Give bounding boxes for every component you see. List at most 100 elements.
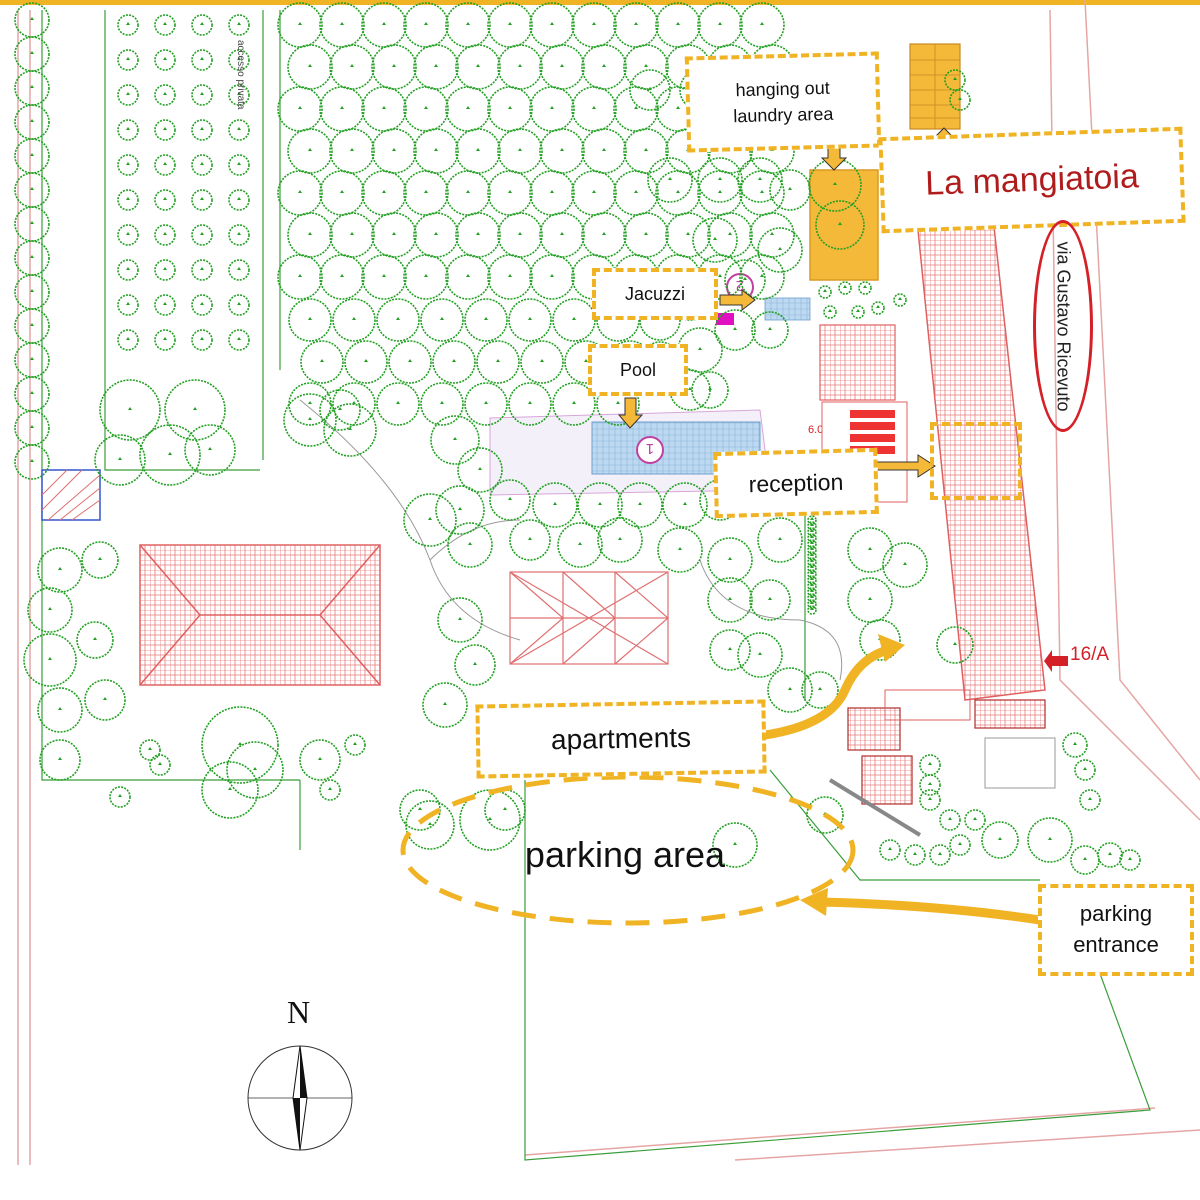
tree-icon xyxy=(571,86,617,132)
tree-icon xyxy=(329,44,375,90)
tree-icon xyxy=(228,14,250,36)
tree-center-icon xyxy=(434,232,438,235)
tree-icon xyxy=(529,254,575,300)
tree-icon xyxy=(936,626,974,664)
tree-icon xyxy=(807,605,817,615)
tree-icon xyxy=(581,212,627,258)
tree-center-icon xyxy=(616,401,620,404)
tree-center-icon xyxy=(396,401,400,404)
tree-center-icon xyxy=(340,274,344,277)
tree-center-icon xyxy=(163,197,167,200)
tree-center-icon xyxy=(126,162,130,165)
tree-icon xyxy=(403,493,457,547)
tree-center-icon xyxy=(778,537,782,540)
tree-icon xyxy=(420,298,464,342)
tree-center-icon xyxy=(528,401,532,404)
tree-center-icon xyxy=(758,652,762,655)
tree-center-icon xyxy=(200,267,204,270)
tree-icon xyxy=(904,844,926,866)
arrows xyxy=(617,127,1068,925)
tree-center-icon xyxy=(466,106,470,109)
tree-center-icon xyxy=(810,535,814,538)
tree-center-icon xyxy=(328,787,332,790)
tree-center-icon xyxy=(598,502,602,505)
tree-center-icon xyxy=(163,127,167,130)
main-building-left xyxy=(139,544,381,686)
tree-icon xyxy=(823,305,837,319)
tree-center-icon xyxy=(823,289,827,292)
tree-center-icon xyxy=(118,457,122,460)
tree-center-icon xyxy=(958,842,962,845)
tree-center-icon xyxy=(863,285,867,288)
tree-center-icon xyxy=(353,742,357,745)
tree-icon xyxy=(117,294,139,316)
tree-center-icon xyxy=(126,337,130,340)
tree-center-icon xyxy=(833,182,837,185)
tree-center-icon xyxy=(48,607,52,610)
tree-icon xyxy=(581,128,627,174)
tree-icon xyxy=(422,682,468,728)
tree-center-icon xyxy=(126,302,130,305)
tree-center-icon xyxy=(634,190,638,193)
street-name-text: via Gustavo Ricevuto xyxy=(1053,240,1074,412)
tree-center-icon xyxy=(237,162,241,165)
tree-center-icon xyxy=(128,407,132,410)
tree-icon xyxy=(154,14,176,36)
tree-icon xyxy=(552,382,596,426)
tree-center-icon xyxy=(93,637,97,640)
tree-icon xyxy=(807,551,817,561)
tree-icon xyxy=(529,2,575,48)
tree-icon xyxy=(319,389,361,431)
tree-icon xyxy=(613,170,659,216)
tree-center-icon xyxy=(200,92,204,95)
tree-center-icon xyxy=(973,817,977,820)
pool-label: Pool xyxy=(588,344,688,396)
tree-icon xyxy=(801,671,839,709)
tree-icon xyxy=(647,157,693,203)
tree-icon xyxy=(455,128,501,174)
tree-center-icon xyxy=(476,64,480,67)
tree-center-icon xyxy=(30,255,34,258)
tree-center-icon xyxy=(30,323,34,326)
tree-icon xyxy=(228,119,250,141)
tree-icon xyxy=(287,212,333,258)
tree-icon xyxy=(838,281,852,295)
tree-icon xyxy=(529,170,575,216)
tree-center-icon xyxy=(572,401,576,404)
tree-icon xyxy=(571,170,617,216)
tree-center-icon xyxy=(200,302,204,305)
tree-icon xyxy=(455,44,501,90)
tree-center-icon xyxy=(928,797,932,800)
tree-icon xyxy=(154,49,176,71)
tree-icon xyxy=(117,259,139,281)
tree-icon xyxy=(737,157,783,203)
tree-icon xyxy=(882,542,928,588)
tree-center-icon xyxy=(392,232,396,235)
tree-icon xyxy=(403,170,449,216)
tree-center-icon xyxy=(810,541,814,544)
tree-icon xyxy=(117,14,139,36)
hatched-square xyxy=(41,469,101,521)
tree-center-icon xyxy=(298,106,302,109)
tree-center-icon xyxy=(1083,857,1087,860)
tree-center-icon xyxy=(838,222,842,225)
tree-center-icon xyxy=(578,542,582,545)
tree-icon xyxy=(529,86,575,132)
tree-center-icon xyxy=(30,357,34,360)
tree-center-icon xyxy=(810,583,814,586)
tree-icon xyxy=(117,84,139,106)
tree-center-icon xyxy=(58,707,62,710)
tree-icon xyxy=(413,128,459,174)
tree-center-icon xyxy=(618,537,622,540)
tree-icon xyxy=(109,786,131,808)
tree-center-icon xyxy=(592,22,596,25)
tree-center-icon xyxy=(466,274,470,277)
tree-icon xyxy=(487,2,533,48)
tree-icon xyxy=(767,667,813,713)
tree-center-icon xyxy=(888,847,892,850)
tree-center-icon xyxy=(228,787,232,790)
tree-center-icon xyxy=(560,232,564,235)
tree-icon xyxy=(949,834,971,856)
tree-icon xyxy=(371,128,417,174)
laundry-area-label: hanging out laundry area xyxy=(684,51,882,153)
